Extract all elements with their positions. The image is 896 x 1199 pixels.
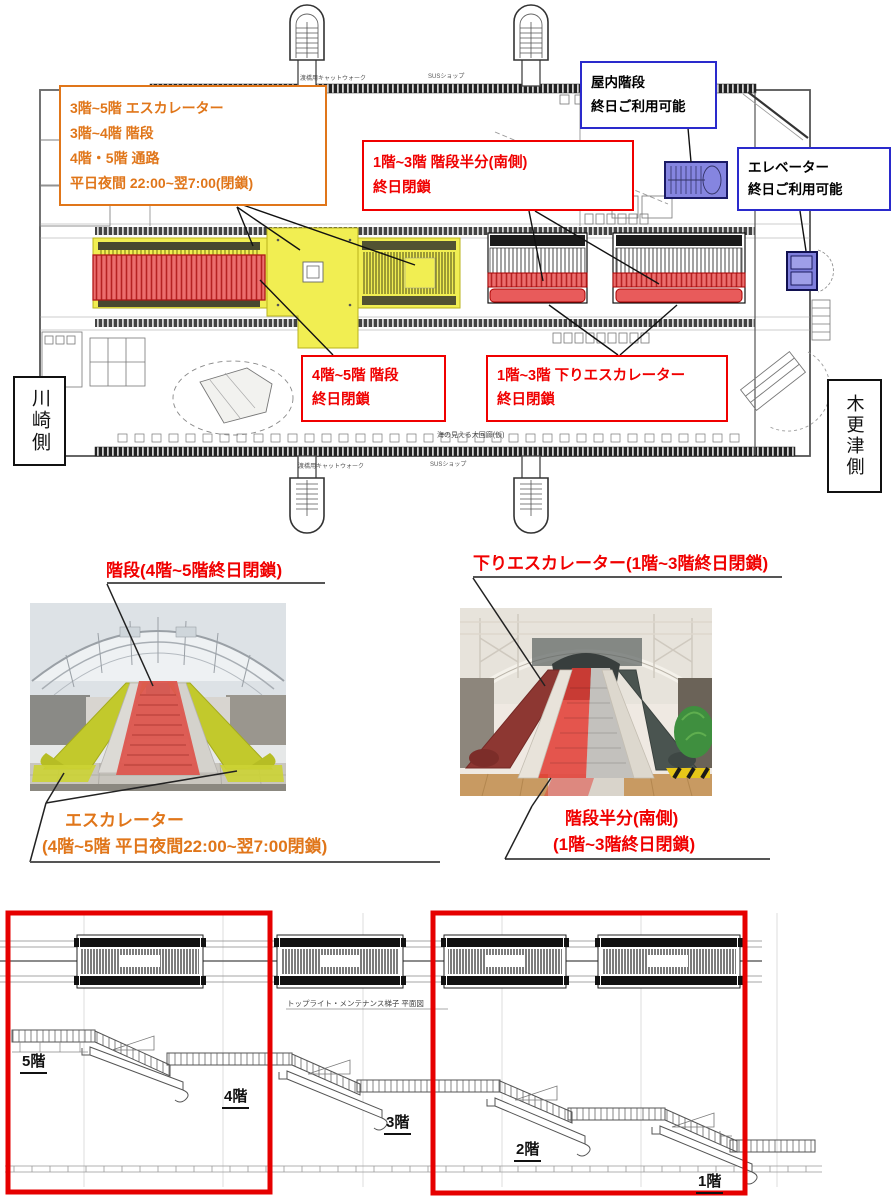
photo-left-title: 階段(4階~5階終日閉鎖) bbox=[106, 561, 283, 580]
level-mark bbox=[719, 1131, 732, 1145]
red-box-floors-4-5 bbox=[5, 910, 273, 1195]
stairs-half-red-highlight bbox=[536, 668, 636, 796]
sus-shop-label-bottom: SUSショップ bbox=[430, 461, 466, 468]
callout-escalator-night: 3階~5階 エスカレーター 3階~4階 階段 4階・5階 通路 平日夜間 22:… bbox=[59, 85, 327, 206]
callout-line: 3階~5階 エスカレーター bbox=[70, 99, 224, 116]
caption-stairs-half-line1: 階段半分(南側) bbox=[565, 809, 679, 828]
photo-right-title: 下りエスカレーター(1階~3階終日閉鎖) bbox=[473, 554, 769, 573]
callout-down-escalator: 1階~3階 下りエスカレーター 終日閉鎖 bbox=[486, 355, 728, 422]
side-label-kawasaki: 川崎側 bbox=[13, 376, 66, 466]
floor-label-3f: 3階 bbox=[384, 1111, 412, 1135]
callout-line: 終日ご利用可能 bbox=[591, 99, 686, 115]
plan-note: トップライト・メンテナンス梯子 平面図 bbox=[286, 998, 448, 1010]
stair-tower-top-1 bbox=[289, 4, 325, 87]
baseline bbox=[5, 1165, 822, 1173]
highlight-indoor-stairs-blue bbox=[664, 161, 728, 199]
floor-plan-section: 渡橋用キャットウォーク SUSショップ 海の見える大回廊(仮) 渡橋用キャットウ… bbox=[0, 0, 896, 540]
stair-tower-bottom-1 bbox=[289, 455, 325, 534]
hazard-stripes bbox=[666, 766, 710, 780]
caption-escalator-line1: エスカレーター bbox=[65, 811, 184, 830]
floor-label-4f: 4階 bbox=[222, 1085, 250, 1109]
flight-5-4 bbox=[94, 1030, 171, 1077]
highlight-stairs-45-red bbox=[92, 254, 266, 301]
slope-triangle bbox=[111, 1035, 155, 1051]
catwalk-label-top: 渡橋用キャットウォーク bbox=[300, 74, 366, 82]
callout-line: 屋内階段 bbox=[591, 75, 645, 91]
stair-towers bbox=[289, 4, 549, 534]
callout-line: 終日ご利用可能 bbox=[748, 182, 843, 198]
shop-row-bottom bbox=[117, 433, 740, 443]
highlight-escalator-right-yellow bbox=[357, 237, 461, 309]
sus-shop-label-top: SUSショップ bbox=[428, 73, 464, 80]
callout-line: 終日閉鎖 bbox=[373, 179, 431, 196]
escalator-plan-block-3 bbox=[441, 934, 569, 989]
flight-3-2 bbox=[499, 1080, 573, 1124]
stair-tower-bottom-2 bbox=[513, 455, 549, 534]
section-profiles bbox=[11, 1029, 816, 1185]
floor-label-1f: 1階 bbox=[696, 1170, 724, 1194]
escalator-plan-block-1 bbox=[74, 934, 206, 989]
callout-line: 4階~5階 階段 bbox=[312, 368, 399, 385]
stage-area bbox=[172, 360, 294, 436]
maintenance-note-text: トップライト・メンテナンス梯子 平面図 bbox=[287, 998, 424, 1008]
stair-tower-top-2 bbox=[513, 4, 549, 87]
escalator-plan-blocks bbox=[74, 934, 743, 989]
walkway-3f bbox=[356, 1079, 501, 1093]
callout-line: 4階・5階 通路 bbox=[70, 149, 160, 166]
shop-squares bbox=[552, 94, 690, 344]
photo-down-escalator bbox=[460, 608, 712, 796]
caption-stairs-half-line2: (1階~3階終日閉鎖) bbox=[553, 835, 696, 854]
slope-triangle bbox=[671, 1112, 715, 1128]
slope-triangle bbox=[514, 1085, 558, 1101]
highlight-stairs-group-a bbox=[487, 232, 588, 304]
callout-line: 1階~3階 下りエスカレーター bbox=[497, 368, 686, 385]
highlight-landing-yellow bbox=[266, 227, 359, 349]
walkway-4f bbox=[166, 1052, 293, 1066]
balustrade-left bbox=[517, 669, 573, 779]
caption-escalator-line2: (4階~5階 平日夜間22:00~翌7:00閉鎖) bbox=[42, 837, 328, 856]
flight-2-1 bbox=[664, 1108, 738, 1153]
ramp-area bbox=[739, 351, 831, 432]
catwalk-label-bottom: 渡橋用キャットウォーク bbox=[298, 462, 364, 470]
escalator-plan-block-4 bbox=[595, 934, 743, 989]
callout-indoor-stairs: 屋内階段 終日ご利用可能 bbox=[580, 61, 717, 129]
section-drawing: トップライト・メンテナンス梯子 平面図 bbox=[0, 910, 822, 1196]
walkway-5f bbox=[11, 1029, 96, 1043]
closure-emphasis-boxes bbox=[5, 910, 748, 1196]
callout-line: 3階~4階 階段 bbox=[70, 124, 154, 141]
side-label-kisarazu: 木更津側 bbox=[827, 379, 882, 493]
stairs-red-highlight bbox=[116, 681, 200, 775]
floor-label-5f: 5階 bbox=[20, 1050, 48, 1074]
callout-stairs-half: 1階~3階 階段半分(南側) 終日閉鎖 bbox=[362, 140, 634, 211]
slope-triangle bbox=[307, 1059, 351, 1075]
floor-label-2f: 2階 bbox=[514, 1138, 542, 1162]
corridor-label: 海の見える大回廊(仮) bbox=[437, 430, 504, 439]
callout-line: 終日閉鎖 bbox=[497, 392, 555, 409]
photo-stairs-escalators bbox=[30, 603, 286, 791]
plant bbox=[674, 706, 712, 758]
walkway-2f bbox=[567, 1107, 666, 1121]
escalator-plan-block-2 bbox=[274, 934, 406, 989]
highlight-elevator-blue bbox=[786, 249, 834, 293]
leader-lines bbox=[236, 127, 807, 356]
callout-line: 1階~3階 階段半分(南側) bbox=[373, 154, 528, 171]
floor-plan-drawing: 渡橋用キャットウォーク SUSショップ 海の見える大回廊(仮) 渡橋用キャットウ… bbox=[39, 4, 834, 534]
callout-stairs-4-5: 4階~5階 階段 終日閉鎖 bbox=[301, 355, 446, 422]
balustrade-right bbox=[601, 669, 655, 779]
callout-line: 終日閉鎖 bbox=[312, 392, 370, 409]
callout-elevator: エレベーター 終日ご利用可能 bbox=[737, 147, 891, 211]
red-box-floors-1-2 bbox=[430, 910, 748, 1196]
callout-line: 平日夜間 22:00~翌7:00(閉鎖) bbox=[70, 174, 254, 191]
plan-small-texts: 渡橋用キャットウォーク SUSショップ 海の見える大回廊(仮) 渡橋用キャットウ… bbox=[298, 73, 504, 470]
section-diagram: トップライト・メンテナンス梯子 平面図 bbox=[0, 905, 896, 1199]
callout-line: エレベーター bbox=[748, 159, 829, 175]
